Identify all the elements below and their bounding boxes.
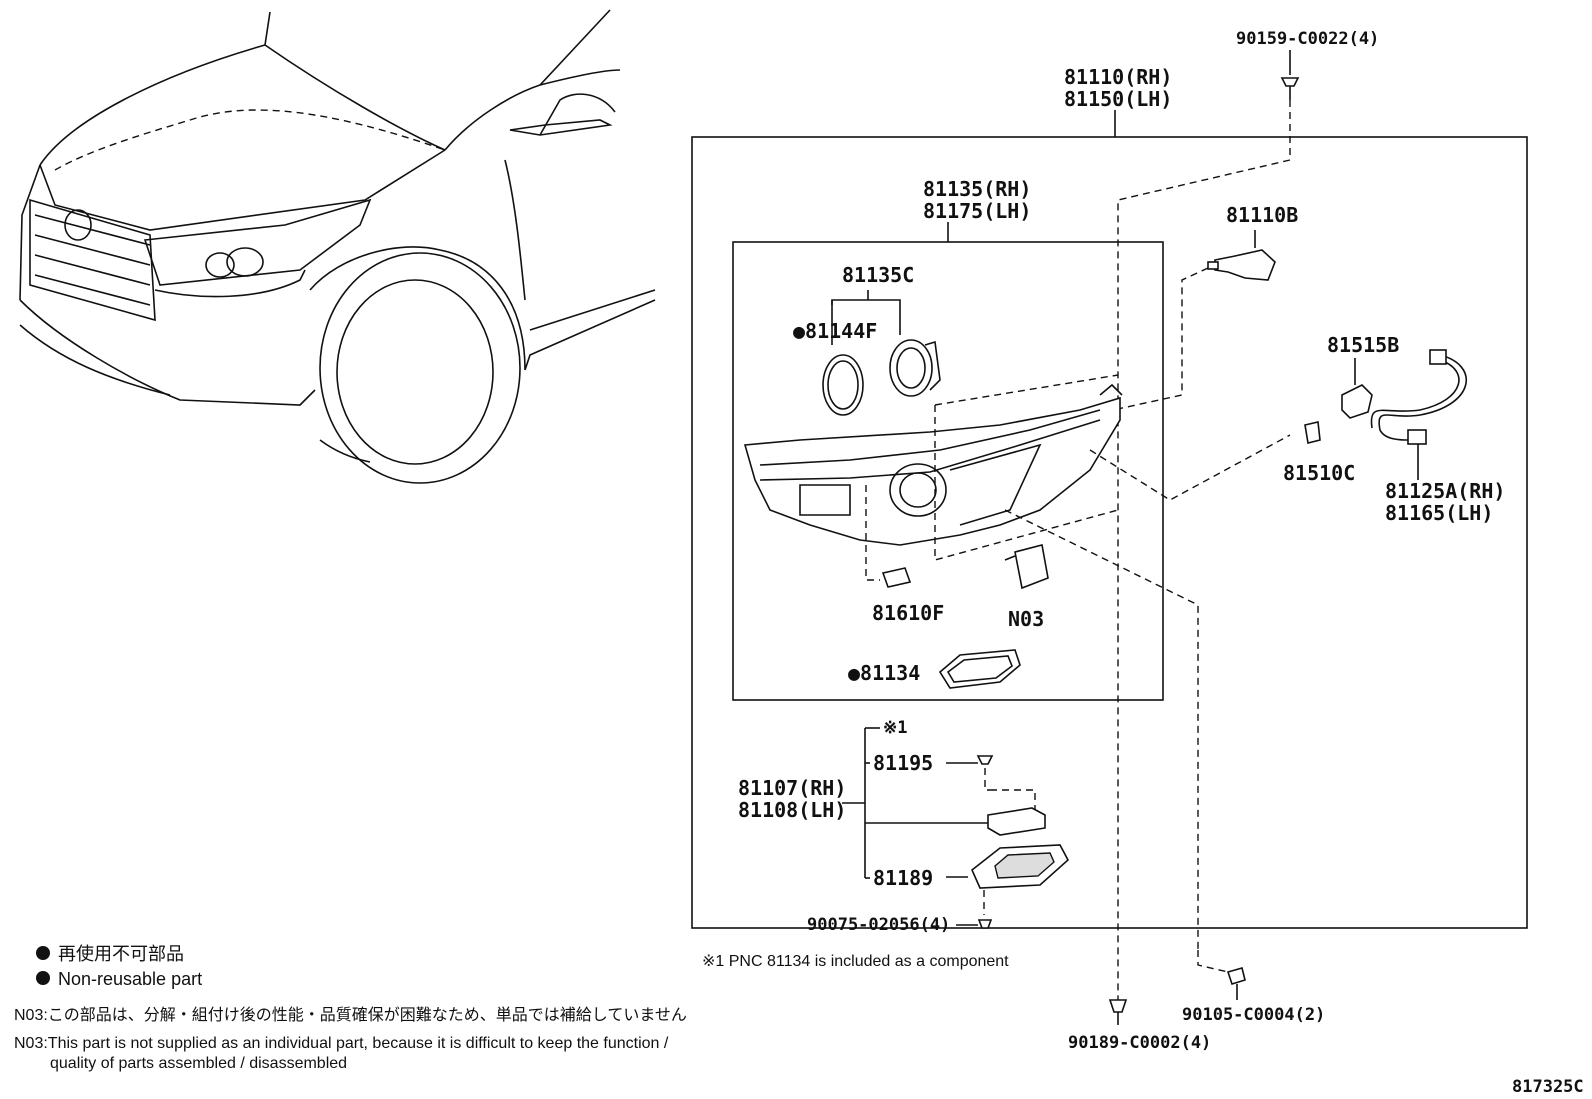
label-side-bulb-81610f: 81610F [872, 601, 944, 625]
label-bulb-81110b: 81110B [1226, 203, 1298, 227]
label-computer-rh: 81107(RH) [738, 776, 846, 800]
component-note: ※1 PNC 81134 is included as a component [702, 953, 1009, 970]
label-wire-lh: 81165(LH) [1385, 501, 1493, 525]
headlamp-assembly [743, 374, 1291, 950]
label-n03: N03 [1008, 607, 1044, 631]
socket-bulb-parts [1304, 358, 1373, 444]
label-gasket-81144f: ●81144F [793, 319, 877, 343]
legend-jp: 再使用不可部品 [58, 944, 184, 964]
seal-81134-part [938, 649, 1021, 689]
bullet-icon [36, 971, 50, 985]
bulb-81110b-part [1089, 230, 1276, 416]
label-wire-rh: 81125A(RH) [1385, 479, 1505, 503]
legend-en: Non-reusable part [58, 969, 202, 989]
label-housing-rh: 81135(RH) [923, 177, 1031, 201]
label-screw-top: 90159-C0022(4) [1236, 29, 1379, 49]
label-seal-81134: ●81134 [848, 661, 920, 685]
side-bulb-81610f-part [881, 567, 912, 588]
bottom-clips [1108, 950, 1246, 1025]
label-screw-bottom-left: 90075-02056(4) [807, 915, 950, 935]
n03-note-jp: N03:この部品は、分解・組付け後の性能・品質確保が困難なため、単品では補給して… [14, 1006, 687, 1024]
diagram-id: 817325C [1512, 1077, 1584, 1097]
label-bulb-81510c: 81510C [1283, 461, 1355, 485]
label-clip-right: 90105-C0004(2) [1182, 1005, 1325, 1025]
bullet-icon [36, 946, 50, 960]
computer-group [842, 727, 1070, 929]
label-housing-lh: 81175(LH) [923, 199, 1031, 223]
label-clip-bottom: 90189-C0002(4) [1068, 1033, 1211, 1053]
label-bracket-81189: 81189 [873, 866, 933, 890]
label-socket-81515b: 81515B [1327, 333, 1399, 357]
top-screw-part [1280, 50, 1300, 100]
label-ref-mark: ※1 [883, 718, 907, 738]
label-computer-lh: 81108(LH) [738, 798, 846, 822]
wire-harness-part [1370, 349, 1467, 480]
label-cover-81135c: 81135C [842, 263, 914, 287]
n03-note-en-1: N03:This part is not supplied as an indi… [14, 1035, 669, 1052]
n03-note-en-2: quality of parts assembled / disassemble… [50, 1055, 347, 1072]
vehicle-illustration [19, 9, 656, 484]
label-screw-81195: 81195 [873, 751, 933, 775]
leveling-actuator-n03-part [1004, 544, 1049, 590]
cover-gasket-parts [822, 290, 941, 416]
label-headlamp-lh: 81150(LH) [1064, 87, 1172, 111]
label-headlamp-rh: 81110(RH) [1064, 65, 1172, 89]
assembly-frame [691, 136, 1528, 929]
